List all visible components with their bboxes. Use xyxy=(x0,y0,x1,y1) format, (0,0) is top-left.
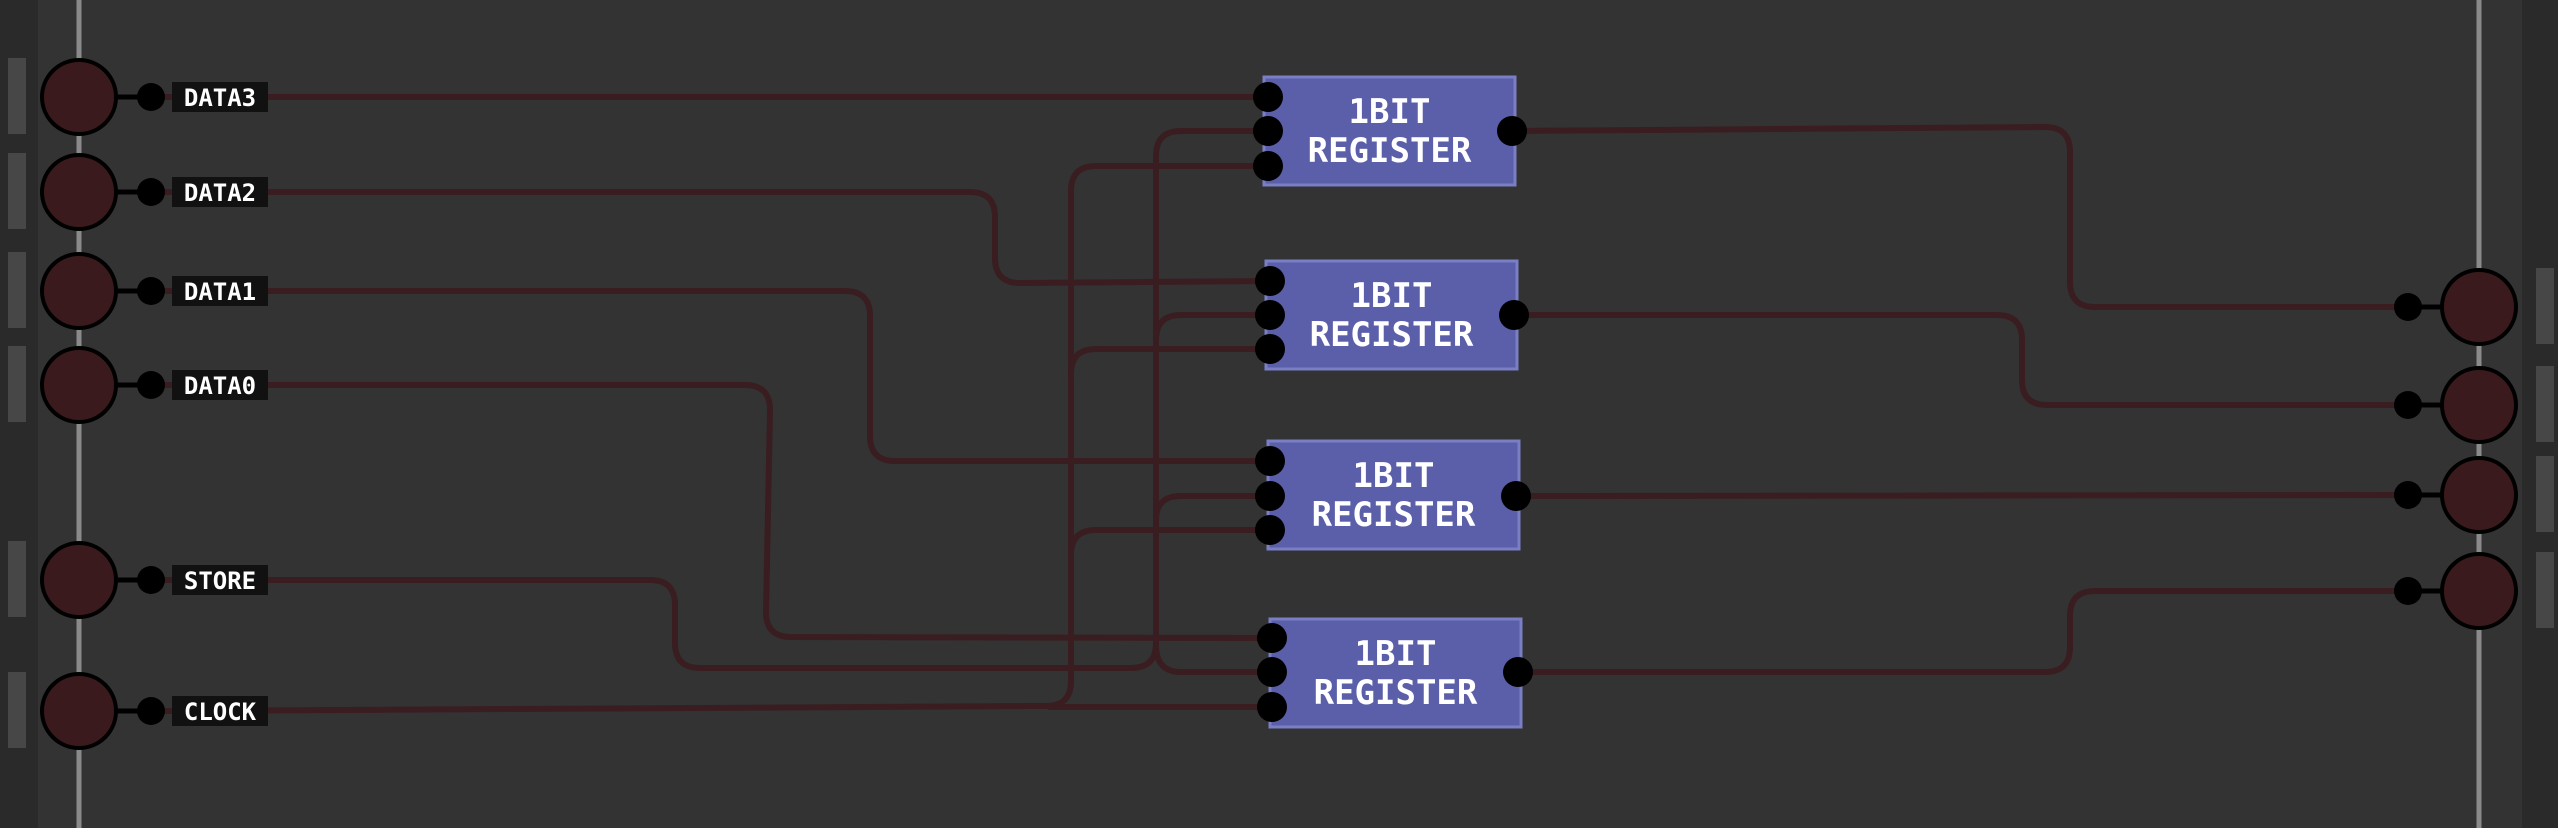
input-pin-store[interactable]: STORE xyxy=(8,541,268,619)
chip-input-dot-icon[interactable] xyxy=(1255,334,1285,364)
output-indicator-icon[interactable] xyxy=(2440,268,2518,346)
wire-store-r0[interactable] xyxy=(1153,642,1275,675)
input-drag-handle[interactable] xyxy=(8,58,26,134)
output-pin-out2[interactable] xyxy=(2394,366,2554,444)
chip-output-dot-icon[interactable] xyxy=(1499,300,1529,330)
output-pin-out3[interactable] xyxy=(2394,268,2554,346)
input-drag-handle[interactable] xyxy=(8,541,26,617)
input-drag-handle[interactable] xyxy=(8,252,26,328)
connector-dot-icon[interactable] xyxy=(137,566,165,594)
chip-input-dot-icon[interactable] xyxy=(1253,82,1283,112)
wire-out-r0[interactable] xyxy=(1515,588,2411,675)
input-drag-handle[interactable] xyxy=(8,153,26,229)
pin-label-bg xyxy=(172,565,268,595)
wire-clock-r1[interactable] xyxy=(1068,527,1273,558)
pin-label: STORE xyxy=(184,567,256,595)
output-drag-handle[interactable] xyxy=(2536,456,2554,532)
wire-data0[interactable] xyxy=(162,382,1275,641)
chip-input-dot-icon[interactable] xyxy=(1255,515,1285,545)
output-indicator-icon[interactable] xyxy=(2440,456,2518,534)
pin-label-bg xyxy=(172,177,268,207)
connector-dot-icon[interactable] xyxy=(137,371,165,399)
output-drag-handle[interactable] xyxy=(2536,268,2554,344)
pin-label: DATA0 xyxy=(184,372,256,400)
input-toggle-icon[interactable] xyxy=(40,252,118,330)
chip-input-dot-icon[interactable] xyxy=(1257,692,1287,722)
pin-label-bg xyxy=(172,696,268,726)
connector-dot-icon[interactable] xyxy=(137,83,165,111)
chip-title-line1: 1BIT xyxy=(1353,456,1435,496)
chip-title-line2: REGISTER xyxy=(1312,495,1476,535)
connector-dot-icon[interactable] xyxy=(137,697,165,725)
chip-input-dot-icon[interactable] xyxy=(1253,151,1283,181)
input-toggle-icon[interactable] xyxy=(40,541,118,619)
chip-title-line2: REGISTER xyxy=(1308,131,1472,171)
chip-input-dot-icon[interactable] xyxy=(1255,300,1285,330)
connector-dot-icon[interactable] xyxy=(137,277,165,305)
input-toggle-icon[interactable] xyxy=(40,346,118,424)
output-pin-out1[interactable] xyxy=(2394,456,2554,534)
output-pin-out0[interactable] xyxy=(2394,552,2554,630)
connector-dot-icon[interactable] xyxy=(2394,481,2422,509)
chip-input-dot-icon[interactable] xyxy=(1255,446,1285,476)
input-pin-clock[interactable]: CLOCK xyxy=(8,672,268,750)
input-pin-data1[interactable]: DATA1 xyxy=(8,252,268,330)
input-pin-data2[interactable]: DATA2 xyxy=(8,153,268,231)
wire-data1[interactable] xyxy=(162,288,1273,464)
pin-label: DATA2 xyxy=(184,179,256,207)
chip-title-line2: REGISTER xyxy=(1310,315,1474,355)
pin-label: DATA1 xyxy=(184,278,256,306)
output-drag-handle[interactable] xyxy=(2536,552,2554,628)
chip-output-dot-icon[interactable] xyxy=(1503,657,1533,687)
wire-out-r3[interactable] xyxy=(1509,124,2411,310)
input-toggle-icon[interactable] xyxy=(40,58,118,136)
chip-input-dot-icon[interactable] xyxy=(1255,266,1285,296)
chip-title-line1: 1BIT xyxy=(1349,92,1431,132)
input-pin-data3[interactable]: DATA3 xyxy=(8,58,268,136)
chip-output-dot-icon[interactable] xyxy=(1501,481,1531,511)
output-indicator-icon[interactable] xyxy=(2440,366,2518,444)
chip-output-dot-icon[interactable] xyxy=(1497,116,1527,146)
wire-out-r2[interactable] xyxy=(1511,312,2411,408)
wire-data2[interactable] xyxy=(162,189,1273,286)
pin-label-bg xyxy=(172,276,268,306)
pin-label-bg xyxy=(172,370,268,400)
chip-title-line1: 1BIT xyxy=(1351,276,1433,316)
input-toggle-icon[interactable] xyxy=(40,153,118,231)
input-drag-handle[interactable] xyxy=(8,672,26,748)
input-pin-data0[interactable]: DATA0 xyxy=(8,346,268,424)
input-drag-handle[interactable] xyxy=(8,346,26,422)
connector-dot-icon[interactable] xyxy=(2394,577,2422,605)
chip-title-line2: REGISTER xyxy=(1314,673,1478,713)
output-indicator-icon[interactable] xyxy=(2440,552,2518,630)
pin-label-bg xyxy=(172,82,268,112)
chip-title-line1: 1BIT xyxy=(1355,634,1437,674)
wire-clock-r2[interactable] xyxy=(1068,346,1273,377)
input-toggle-icon[interactable] xyxy=(40,672,118,750)
chip-input-dot-icon[interactable] xyxy=(1253,116,1283,146)
connector-dot-icon[interactable] xyxy=(2394,391,2422,419)
wire-store[interactable] xyxy=(162,128,1271,671)
connector-dot-icon[interactable] xyxy=(2394,293,2422,321)
output-drag-handle[interactable] xyxy=(2536,366,2554,442)
chip-input-dot-icon[interactable] xyxy=(1257,657,1287,687)
connector-dot-icon[interactable] xyxy=(137,178,165,206)
chip-input-dot-icon[interactable] xyxy=(1257,623,1287,653)
chip-input-dot-icon[interactable] xyxy=(1255,481,1285,511)
pin-label: CLOCK xyxy=(184,698,257,726)
wire-store-r1[interactable] xyxy=(1153,493,1273,523)
wire-store-r2[interactable] xyxy=(1153,312,1273,343)
wire-out-r1[interactable] xyxy=(1513,492,2411,499)
wire-clock[interactable] xyxy=(162,163,1271,714)
pin-label: DATA3 xyxy=(184,84,256,112)
